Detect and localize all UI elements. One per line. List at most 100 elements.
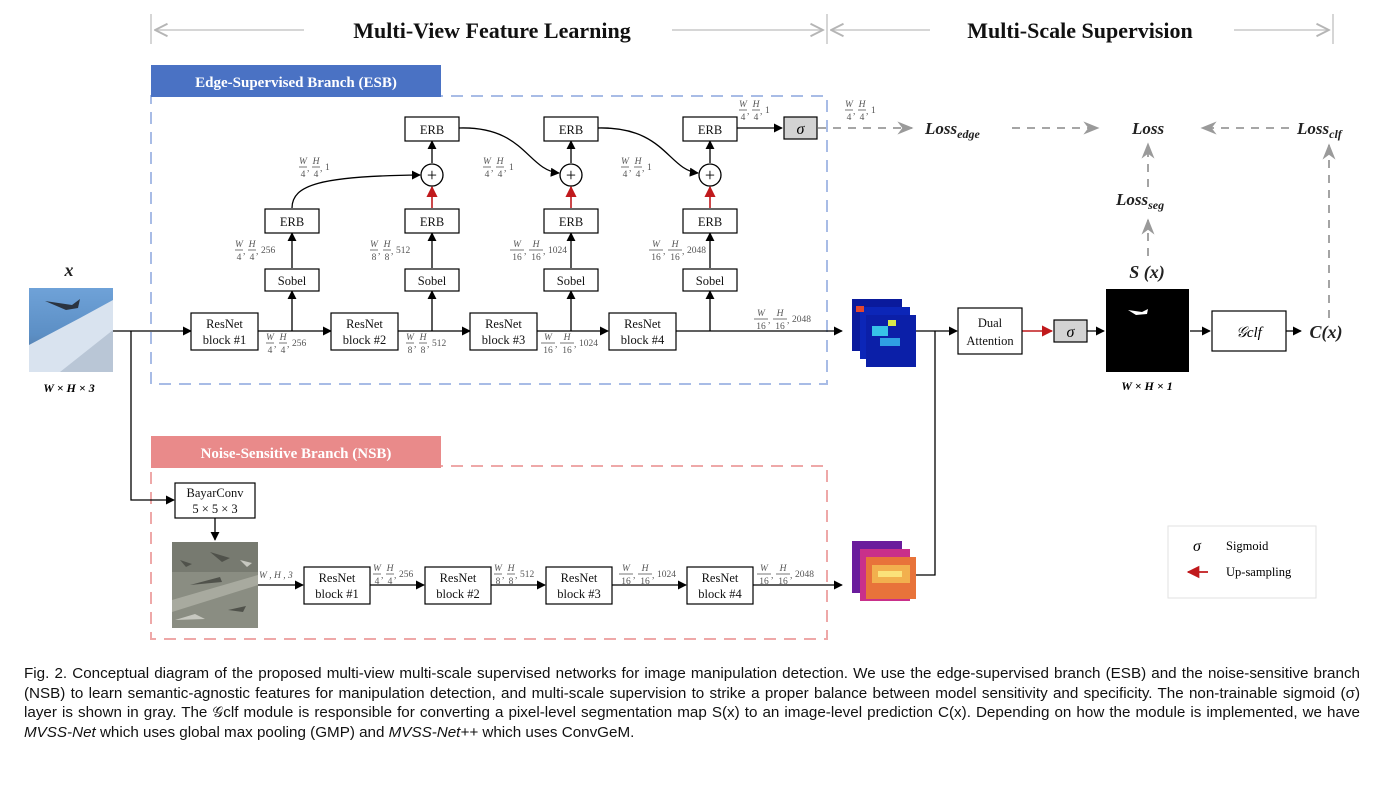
section-title-multi-scale-supervision: Multi-Scale Supervision bbox=[967, 18, 1193, 43]
caption-text-2: which uses global max pooling (GMP) and bbox=[95, 723, 389, 741]
esb-label: Edge-Supervised Branch (ESB) bbox=[195, 75, 397, 91]
svg-text:2048: 2048 bbox=[792, 315, 811, 325]
resnet-line2: block #1 bbox=[315, 587, 358, 601]
dimension-label: W4,H4,256 bbox=[266, 333, 307, 356]
svg-text:4: 4 bbox=[485, 170, 490, 180]
dimension-label: W4,H4,1 bbox=[739, 100, 770, 123]
erb-block: ERB bbox=[404, 208, 460, 234]
seg-dims: W × H × 1 bbox=[1121, 379, 1172, 393]
svg-text:4: 4 bbox=[237, 253, 242, 263]
section-header: Multi-View Feature Learning Multi-Scale … bbox=[150, 14, 1334, 44]
sobel-label: Sobel bbox=[696, 274, 725, 288]
nsb-label-bg bbox=[151, 436, 441, 468]
input-image: x W × H × 3 bbox=[29, 260, 113, 395]
svg-text:,: , bbox=[768, 316, 770, 326]
plus-icon: + bbox=[427, 165, 437, 185]
svg-text:W: W bbox=[370, 240, 379, 250]
input-symbol: x bbox=[64, 260, 74, 280]
loss-total: Loss bbox=[1131, 119, 1165, 138]
svg-text:4: 4 bbox=[860, 113, 865, 123]
svg-text:16: 16 bbox=[562, 346, 572, 356]
svg-text:W: W bbox=[483, 157, 492, 167]
svg-text:H: H bbox=[532, 240, 541, 250]
svg-text:8: 8 bbox=[496, 577, 501, 587]
svg-text:H: H bbox=[776, 309, 785, 319]
svg-text:16: 16 bbox=[759, 577, 769, 587]
svg-text:4: 4 bbox=[375, 577, 380, 587]
svg-text:,: , bbox=[391, 247, 393, 257]
svg-text:W: W bbox=[513, 240, 522, 250]
legend: σ Sigmoid Up-sampling bbox=[1167, 525, 1317, 599]
dimension-label: W16,H16,1024 bbox=[541, 333, 598, 356]
svg-text:16: 16 bbox=[640, 577, 650, 587]
svg-text:1: 1 bbox=[509, 163, 514, 173]
svg-text:,: , bbox=[243, 247, 245, 257]
caption-text-3: which uses ConvGeM. bbox=[478, 723, 635, 741]
svg-text:H: H bbox=[248, 240, 257, 250]
svg-text:4: 4 bbox=[741, 113, 746, 123]
resnet-line1: ResNet bbox=[319, 571, 356, 585]
dimension-label: W16,H16,2048 bbox=[757, 564, 814, 587]
sobel-block: Sobel bbox=[264, 268, 320, 292]
svg-text:,: , bbox=[790, 571, 792, 581]
resnet-line2: block #1 bbox=[203, 333, 246, 347]
resnet-line2: block #3 bbox=[482, 333, 525, 347]
erb-label: ERB bbox=[559, 123, 583, 137]
sobel-label: Sobel bbox=[418, 274, 447, 288]
nsb-resnet-block: ResNet block #1 bbox=[303, 566, 371, 605]
svg-text:256: 256 bbox=[261, 246, 276, 256]
section-title-feature-learning: Multi-View Feature Learning bbox=[353, 18, 630, 43]
sobel-block: Sobel bbox=[404, 268, 460, 292]
svg-text:4: 4 bbox=[314, 170, 319, 180]
resnet-line2: block #4 bbox=[621, 333, 665, 347]
legend-sigma-icon: σ bbox=[1193, 538, 1202, 555]
resnet-line1: ResNet bbox=[624, 317, 661, 331]
erb-label: ERB bbox=[420, 123, 444, 137]
caption-text-1: Fig. 2. Conceptual diagram of the propos… bbox=[24, 665, 1360, 722]
erb-block: ERB bbox=[264, 208, 320, 234]
svg-text:16: 16 bbox=[670, 253, 680, 263]
dimension-label: W4,H4,1 bbox=[483, 157, 514, 180]
svg-text:W: W bbox=[544, 333, 553, 343]
svg-text:H: H bbox=[279, 333, 288, 343]
svg-text:W: W bbox=[652, 240, 661, 250]
svg-text:4: 4 bbox=[268, 346, 273, 356]
esb-feature-maps bbox=[852, 299, 916, 367]
legend-upsampling-label: Up-sampling bbox=[1226, 565, 1292, 579]
svg-text:512: 512 bbox=[432, 339, 447, 349]
svg-text:W: W bbox=[757, 309, 766, 319]
svg-text:16: 16 bbox=[775, 322, 785, 332]
svg-text:8: 8 bbox=[509, 577, 514, 587]
svg-text:16: 16 bbox=[621, 577, 631, 587]
plus-icon: + bbox=[566, 165, 576, 185]
dimension-label: W8,H8,512 bbox=[494, 564, 535, 587]
bayarconv-line1: BayarConv bbox=[187, 486, 245, 500]
svg-text:1024: 1024 bbox=[657, 570, 676, 580]
losses: Lossedge Loss Lossseg Lossclf bbox=[924, 119, 1343, 212]
legend-sigmoid-label: Sigmoid bbox=[1226, 539, 1269, 553]
dual-attention-line1: Dual bbox=[978, 316, 1003, 330]
svg-text:,: , bbox=[524, 247, 526, 257]
sobel-block: Sobel bbox=[543, 268, 599, 292]
dimension-label: W4,H4,1 bbox=[299, 157, 330, 180]
dimension-label: W8,H8,512 bbox=[370, 240, 411, 263]
plus-node: + bbox=[698, 163, 722, 187]
nsb-input-dims: W , H , 3 bbox=[259, 571, 293, 581]
svg-text:,: , bbox=[394, 571, 396, 581]
esb-resnet-block: ResNet block #4 bbox=[608, 312, 677, 351]
svg-text:2048: 2048 bbox=[687, 246, 706, 256]
loss-arrows bbox=[818, 121, 1336, 318]
loss-edge: Lossedge bbox=[924, 119, 980, 141]
segmentation-map: S (x) W × H × 1 bbox=[1106, 262, 1189, 393]
svg-text:8: 8 bbox=[385, 253, 390, 263]
erb-label: ERB bbox=[698, 215, 722, 229]
dimension-label: W16,H16,2048 bbox=[754, 309, 811, 332]
svg-text:H: H bbox=[779, 564, 788, 574]
svg-text:4: 4 bbox=[754, 113, 759, 123]
sobel-label: Sobel bbox=[278, 274, 307, 288]
svg-text:,: , bbox=[787, 316, 789, 326]
